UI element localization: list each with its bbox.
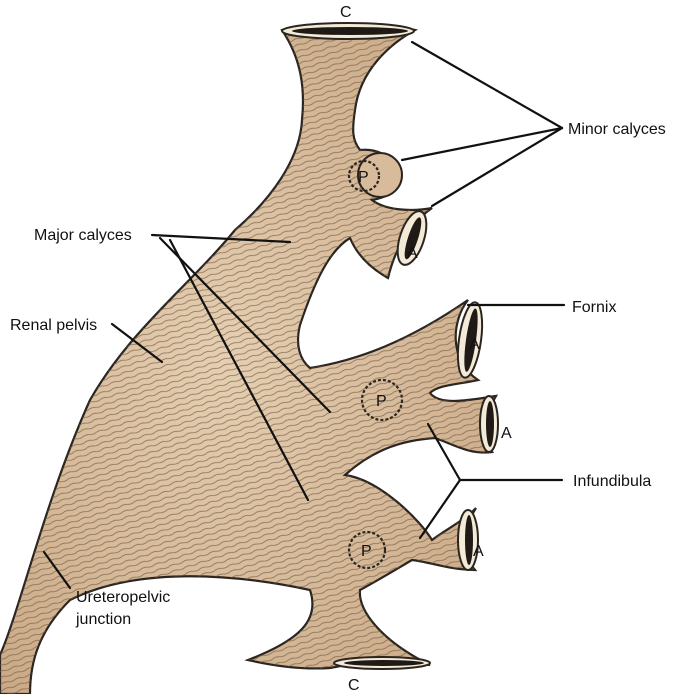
lower-anterior-cup-inner <box>465 515 473 565</box>
label-p-upper: P <box>358 169 369 186</box>
posterior-calyx-markers <box>347 159 404 570</box>
label-major-calyces: Major calyces <box>34 227 132 244</box>
bottom-calyx-cup-inner <box>344 660 424 666</box>
infundibula-leader-1 <box>426 422 462 482</box>
infundibula-leader-2 <box>418 478 462 540</box>
calyx-openings <box>281 22 499 670</box>
major-calyces-leader-1 <box>150 233 292 244</box>
middle-bottom-cup-inner <box>486 401 494 447</box>
label-c-bottom: C <box>348 677 360 694</box>
labels: C C Minor calyces Major calyces Renal pe… <box>10 4 666 694</box>
middle-p-circle <box>360 378 404 422</box>
top-calyx-cup-inner <box>292 27 408 35</box>
label-a-middle-top: A <box>469 336 480 353</box>
upper-p-circle <box>347 159 381 193</box>
label-a-upper: A <box>407 245 418 262</box>
leader-lines <box>42 40 566 590</box>
label-ureteropelvic-line2: junction <box>75 611 131 628</box>
renal-pelvis-leader <box>110 322 164 364</box>
minor-calyces-leader-2 <box>400 126 564 162</box>
label-fornix: Fornix <box>572 299 616 316</box>
label-ureteropelvic-line1: Ureteropelvic <box>76 589 170 606</box>
major-calyces-leader-3 <box>168 238 310 502</box>
upper-anterior-cup-inner <box>404 217 422 260</box>
label-minor-calyces: Minor calyces <box>568 121 666 138</box>
label-renal-pelvis: Renal pelvis <box>10 317 97 334</box>
major-calyces-leader-2 <box>158 236 332 414</box>
lower-p-circle <box>347 530 387 570</box>
minor-calyces-leader-1 <box>410 40 564 130</box>
texture-hatching <box>0 24 496 694</box>
ureteropelvic-leader <box>42 550 72 590</box>
label-infundibula: Infundibula <box>573 473 651 490</box>
label-p-middle: P <box>376 393 387 410</box>
middle-top-cup-inner <box>464 308 478 372</box>
collecting-system-shape <box>0 23 499 694</box>
minor-calyces-leader-3 <box>430 126 564 208</box>
label-p-lower: P <box>361 543 372 560</box>
label-c-top: C <box>340 4 352 21</box>
label-a-middle-bottom: A <box>501 425 512 442</box>
label-a-lower: A <box>473 543 484 560</box>
